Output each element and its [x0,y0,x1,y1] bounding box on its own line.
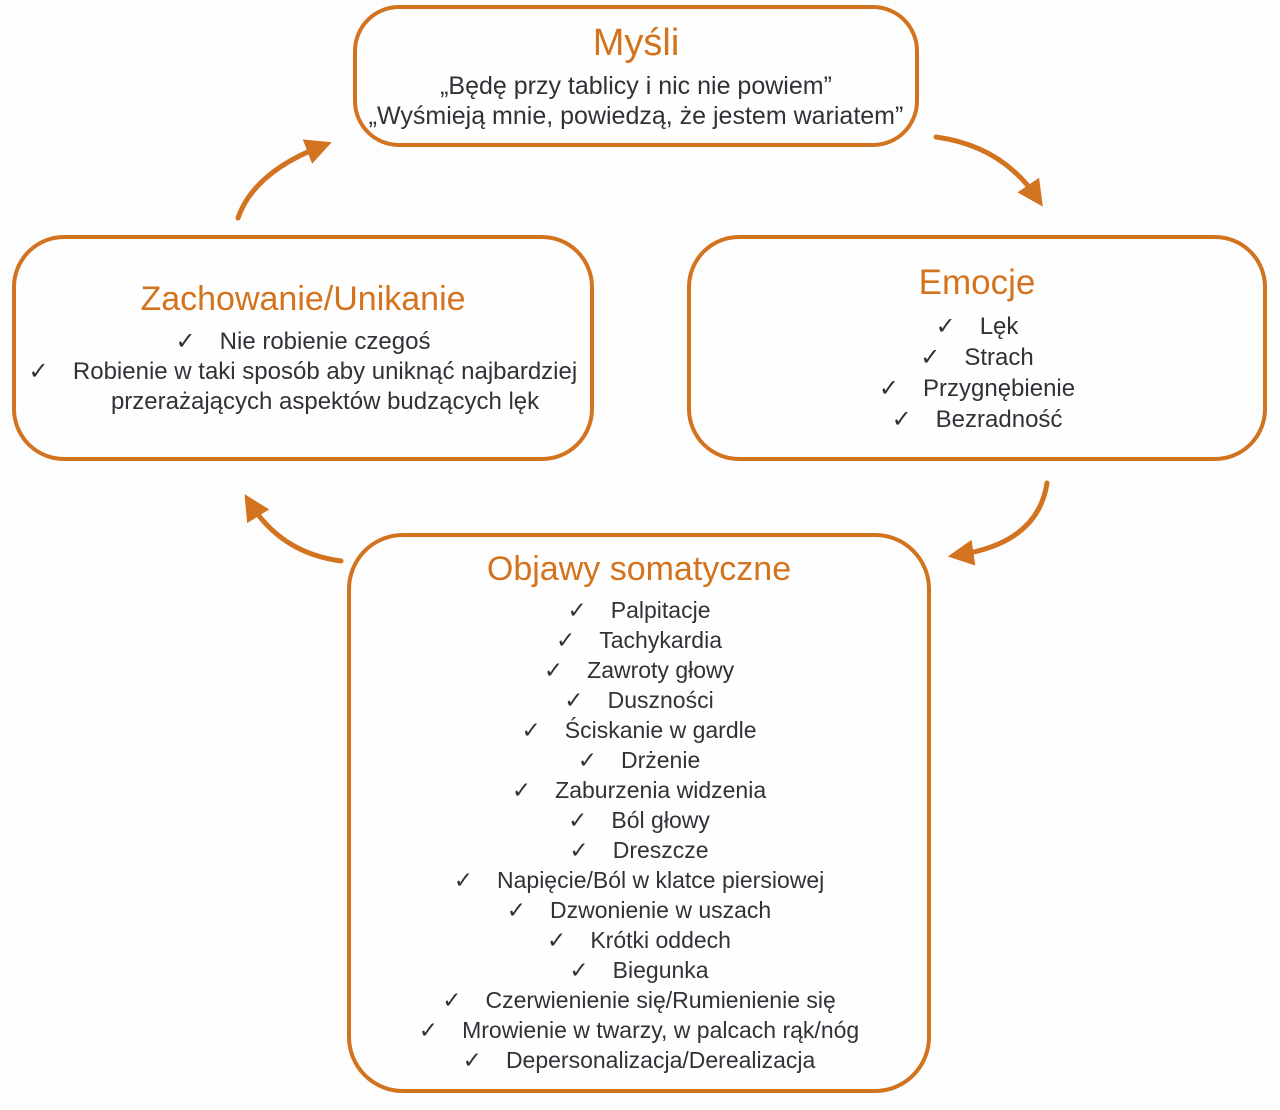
check-icon: ✓ [175,328,196,356]
curved-arrow-zachowanie-to-mysli [235,139,332,221]
list-item: ✓ Depersonalizacja/Derealizacja [351,1045,927,1075]
list-item-label: Lęk [979,312,1019,340]
list-item-label: Napięcie/Ból w klatce piersiowej [497,866,825,893]
list-item-label: Ból głowy [611,806,710,833]
list-item: ✓ Ból głowy [351,805,927,835]
node-mysli-title: Myśli [592,21,680,64]
check-icon: ✓ [920,343,941,371]
mysli-quote-2: „Wyśmieją mnie, powiedzą, że jestem wari… [368,102,904,131]
emocje-item-list: ✓ Lęk ✓ Strach ✓ Przygnębienie ✓ Bezradn… [691,311,1263,435]
objawy-item-list: ✓ Palpitacje ✓ Tachykardia ✓ Zawroty gło… [351,595,927,1075]
list-item: ✓ Napięcie/Ból w klatce piersiowej [351,865,927,895]
check-icon: ✓ [462,1046,482,1073]
node-objawy-title: Objawy somatyczne [486,550,792,588]
list-item-label: Przygnębienie [923,374,1076,402]
list-item-label: Palpitacje [610,596,711,623]
list-item-label: Dreszcze [612,836,709,863]
list-item: ✓ Drżenie [351,745,927,775]
check-icon: ✓ [547,926,567,953]
list-item-label: Krótki oddech [590,926,731,953]
check-icon: ✓ [878,374,899,402]
list-item-label: Czerwienienie się/Rumienienie się [485,986,836,1013]
list-item: ✓ Przygnębienie [691,373,1263,404]
node-zachowanie-title: Zachowanie/Unikanie [140,279,466,318]
list-item-label: Strach [964,343,1034,371]
check-icon: ✓ [891,405,912,433]
list-item: ✓ Palpitacje [351,595,927,625]
check-icon: ✓ [935,312,956,340]
check-icon: ✓ [569,956,589,983]
list-item-label: Zawroty głowy [587,656,735,683]
list-item: ✓ Nie robienie czegoś [24,327,582,357]
list-item: ✓ Zaburzenia widzenia [351,775,927,805]
list-item-label: Bezradność [935,405,1063,433]
check-icon: ✓ [577,746,597,773]
list-item: ✓ Lęk [691,311,1263,342]
list-item: ✓ Czerwienienie się/Rumienienie się [351,985,927,1015]
list-item: ✓ Dreszcze [351,835,927,865]
list-item: ✓ Tachykardia [351,625,927,655]
check-icon: ✓ [543,656,564,683]
check-icon: ✓ [521,716,541,743]
list-item: ✓ Robienie w taki sposób aby uniknąć naj… [24,357,582,417]
list-item: ✓ Mrowienie w twarzy, w palcach rąk/nóg [351,1015,927,1045]
node-emocje-title: Emocje [918,262,1036,302]
node-objawy-somatyczne: Objawy somatyczne ✓ Palpitacje ✓ Tachyka… [347,533,931,1093]
curved-arrow-mysli-to-emocje [933,134,1043,207]
list-item-label: Biegunka [612,956,709,983]
list-item-label: Mrowienie w twarzy, w palcach rąk/nóg [462,1016,860,1043]
check-icon: ✓ [569,836,589,863]
check-icon: ✓ [506,896,527,923]
list-item-label: Zaburzenia widzenia [555,776,767,803]
list-item: ✓ Dzwonienie w uszach [351,895,927,925]
check-icon: ✓ [567,596,587,623]
zachowanie-item-list: ✓ Nie robienie czegoś ✓ Robienie w taki … [24,327,582,417]
curved-arrow-objawy-to-zachowanie [244,494,344,564]
check-icon: ✓ [442,986,462,1013]
list-item-label: Dzwonienie w uszach [550,896,772,923]
node-emocje: Emocje ✓ Lęk ✓ Strach ✓ Przygnębienie [687,235,1267,461]
node-mysli: Myśli „Będę przy tablicy i nic nie powie… [353,5,919,147]
list-item: ✓ Duszności [351,685,927,715]
list-item: ✓ Ściskanie w gardle [351,715,927,745]
check-icon: ✓ [564,686,584,713]
list-item: ✓ Biegunka [351,955,927,985]
list-item-label: Drżenie [621,746,701,773]
list-item-label: Robienie w taki sposób aby uniknąć najba… [72,358,578,416]
curved-arrow-emocje-to-objawy [947,480,1050,566]
list-item-label: Ściskanie w gardle [564,716,757,743]
list-item-label: Tachykardia [599,626,722,653]
list-item: ✓ Strach [691,342,1263,373]
list-item-label: Duszności [607,686,714,713]
list-item-label: Depersonalizacja/Derealizacja [505,1046,816,1073]
check-icon: ✓ [555,626,576,653]
check-icon: ✓ [568,806,588,833]
list-item-label: Nie robienie czegoś [219,328,431,356]
check-icon: ✓ [28,358,49,386]
check-icon: ✓ [453,866,473,893]
check-icon: ✓ [511,776,532,803]
mysli-quote-1: „Będę przy tablicy i nic nie powiem” [440,72,832,101]
node-zachowanie-unikanie: Zachowanie/Unikanie ✓ Nie robienie czego… [12,235,594,461]
check-icon: ✓ [418,1016,439,1043]
list-item: ✓ Bezradność [691,404,1263,435]
list-item: ✓ Krótki oddech [351,925,927,955]
list-item: ✓ Zawroty głowy [351,655,927,685]
